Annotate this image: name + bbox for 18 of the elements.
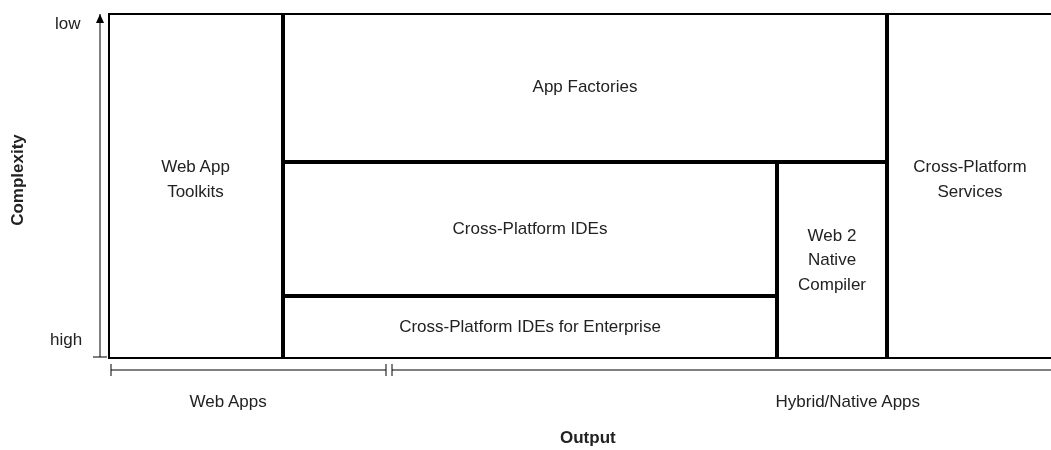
category-box [887,13,1051,359]
axis-label: Web Apps [189,392,267,412]
box-label: Cross-Platform IDEs for Enterprise [399,317,661,337]
category-box [283,13,887,162]
category-box [777,162,887,359]
category-box [108,13,283,359]
box-label: Web 2 Native Compiler [797,224,867,296]
category-box [283,296,777,359]
box-label: Cross-Platform Services [912,156,1028,203]
box-label: Web App Toolkits [160,156,231,203]
axis-label: high [50,330,83,350]
axis-label: low [55,14,81,34]
box-label: Cross-Platform IDEs [452,218,608,238]
axis-title: Output [560,428,616,448]
box-label: App Factories [532,77,638,97]
category-box [283,162,777,296]
axis-title: Complexity [7,134,28,226]
axis-label: Hybrid/Native Apps [775,392,921,412]
